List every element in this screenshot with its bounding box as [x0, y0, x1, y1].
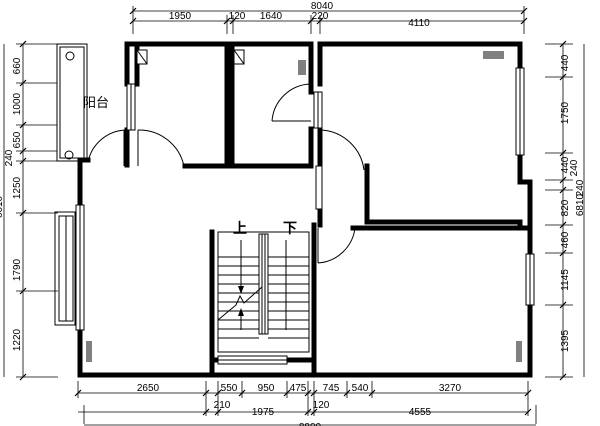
right-extra-dim: 240	[575, 179, 586, 196]
left-dim-2: 1000	[12, 92, 23, 115]
stair-up-label: 上	[233, 220, 247, 236]
left-dimension-chain: 660 1000 650 240 1250 1790 1220 6610	[0, 40, 58, 381]
left-dim-7: 1220	[12, 328, 23, 351]
left-dim-5: 1250	[12, 176, 23, 199]
right-dim-1: 440	[560, 54, 571, 71]
top-dim-3: 1640	[260, 11, 283, 22]
top-total-dim: 8040	[311, 1, 334, 12]
top-dimension-chain: 8040 1950 120 1640 220 4110	[129, 1, 528, 34]
right-dim-8: 1395	[560, 329, 571, 352]
stair-down-label: 下	[283, 220, 297, 236]
bottom2-dim-1: 210	[214, 400, 231, 411]
top-dim-2: 120	[229, 11, 246, 22]
right-total-dim: 6810	[575, 193, 586, 216]
bottom-total-dim: 8800	[299, 422, 322, 426]
bottom-dim-3: 950	[258, 383, 275, 394]
top-dim-4: 220	[312, 11, 329, 22]
balcony: 阳台	[56, 43, 109, 162]
bottom-dim-2: 550	[221, 383, 238, 394]
left-total-dim: 6610	[0, 195, 5, 218]
top-dim-5: 4110	[408, 18, 430, 29]
bottom-dim-4: 475	[290, 383, 307, 394]
bottom-dim-6: 540	[352, 383, 369, 394]
windows	[75, 67, 535, 365]
left-dim-4: 240	[4, 149, 15, 166]
bottom-dim-1: 2650	[137, 383, 160, 394]
right-dim-2: 1750	[560, 101, 571, 124]
radiators	[86, 49, 522, 362]
top-dim-1: 1950	[169, 11, 192, 22]
right-dim-4: 240	[569, 159, 580, 176]
bottom2-dim-2: 1975	[252, 407, 275, 418]
bottom-dim-7: 3270	[439, 383, 462, 394]
right-dim-5: 820	[560, 199, 571, 216]
bay-window	[54, 211, 76, 326]
left-dim-6: 1790	[12, 258, 23, 281]
right-dim-3: 440	[560, 156, 571, 173]
left-dim-3: 650	[12, 131, 23, 148]
doors	[87, 83, 365, 264]
left-dim-1: 660	[12, 57, 23, 74]
bottom-dim-5: 745	[323, 383, 340, 394]
bottom2-dim-3: 120	[313, 400, 330, 411]
walls	[77, 41, 533, 378]
bottom2-dim-4: 4555	[409, 407, 432, 418]
right-dim-6: 460	[560, 231, 571, 248]
right-dim-7: 1145	[560, 269, 571, 291]
staircase: 上 下	[217, 220, 310, 353]
bottom-dimension-chain: 2650 550 950 475 745 540 3270 210 1975 1…	[74, 381, 537, 426]
balcony-label: 阳台	[83, 95, 109, 110]
right-dimension-chain: 440 1750 440 240 820 460 1145 1395 6810 …	[545, 40, 586, 381]
